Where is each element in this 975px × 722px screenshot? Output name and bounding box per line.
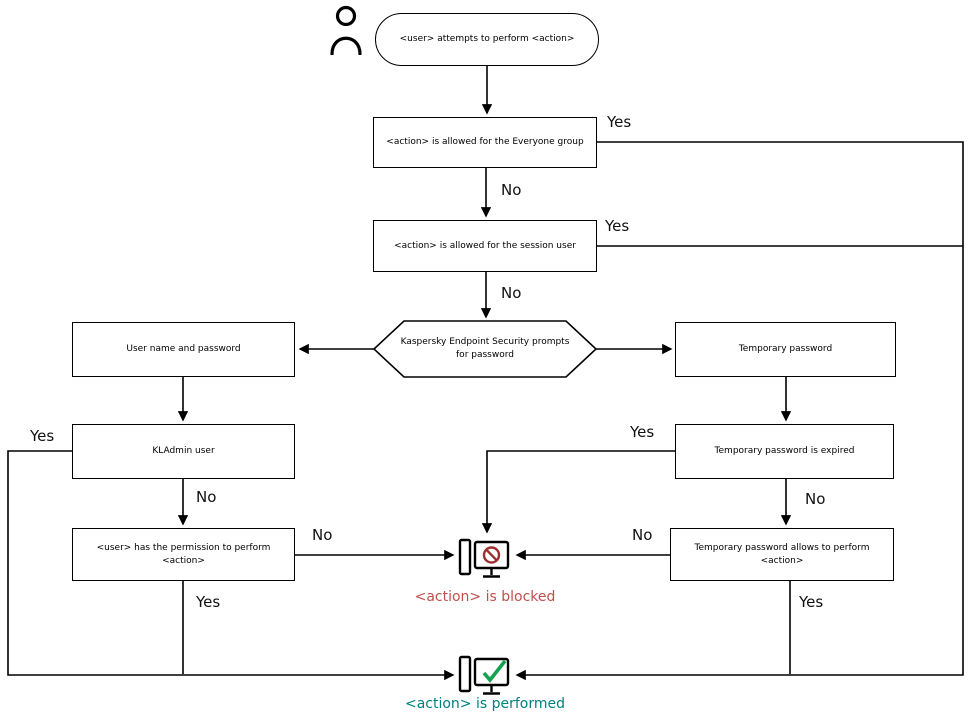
node-kladmin: KLAdmin user	[72, 424, 295, 479]
blocked-caption: <action> is blocked	[414, 589, 556, 605]
edge-label-everyone-yes: Yes	[607, 113, 632, 131]
edge-label-permission-no: No	[312, 526, 333, 544]
node-credentials-label: User name and password	[126, 344, 241, 355]
node-temp-expired: Temporary password is expired	[675, 424, 894, 479]
edge-label-expired-yes: Yes	[630, 423, 655, 441]
blocked-computer-icon	[458, 538, 510, 578]
checkmark-icon	[482, 659, 507, 683]
node-start-label: <user> attempts to perform <action>	[399, 34, 575, 45]
node-everyone-group: <action> is allowed for the Everyone gro…	[373, 117, 597, 168]
node-password-prompt-label: Kaspersky Endpoint Security prompts for …	[400, 337, 570, 360]
node-start: <user> attempts to perform <action>	[375, 13, 599, 66]
performed-caption: <action> is performed	[404, 696, 566, 712]
node-temp-allows-label: Temporary password allows to perform <ac…	[694, 543, 870, 566]
edge-label-allows-yes: Yes	[799, 593, 824, 611]
edge-label-everyone-no: No	[501, 181, 522, 199]
node-user-permission-label: <user> has the permission to perform <ac…	[96, 543, 271, 566]
node-session-user-label: <action> is allowed for the session user	[394, 240, 576, 251]
edge-label-allows-no: No	[632, 526, 653, 544]
node-session-user: <action> is allowed for the session user	[373, 220, 597, 272]
edge-label-expired-no: No	[805, 490, 826, 508]
edge-label-session-no: No	[501, 284, 522, 302]
edge-label-kladmin-no: No	[196, 488, 217, 506]
edge-label-kladmin-yes: Yes	[30, 427, 55, 445]
node-kladmin-label: KLAdmin user	[152, 446, 215, 457]
node-password-prompt: Kaspersky Endpoint Security prompts for …	[394, 327, 576, 371]
node-everyone-group-label: <action> is allowed for the Everyone gro…	[386, 137, 584, 148]
prohibition-sign-icon	[482, 546, 501, 564]
edge-label-permission-yes: Yes	[196, 593, 221, 611]
node-temp-expired-label: Temporary password is expired	[714, 446, 855, 457]
node-temporary-password-label: Temporary password	[738, 344, 833, 355]
node-temporary-password: Temporary password	[675, 322, 896, 377]
edge-label-session-yes: Yes	[605, 217, 630, 235]
person-icon	[330, 5, 362, 55]
node-user-permission: <user> has the permission to perform <ac…	[72, 528, 295, 581]
node-temp-allows: Temporary password allows to perform <ac…	[670, 528, 894, 581]
node-credentials: User name and password	[72, 322, 295, 377]
performed-computer-icon	[458, 655, 510, 695]
